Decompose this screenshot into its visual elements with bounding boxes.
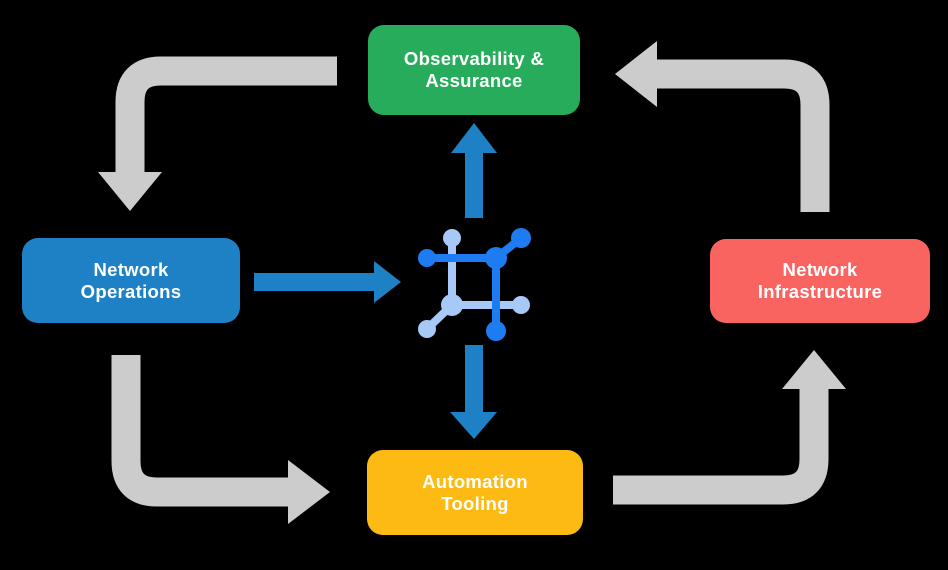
arrow-observability-to-operations (98, 56, 337, 211)
arrow-automation-to-infrastructure (613, 350, 846, 505)
arrow-center-to-automation (450, 345, 497, 439)
node-automation-tooling: Automation Tooling (367, 450, 583, 535)
arrow-infrastructure-to-observability (615, 41, 830, 212)
node-label-line: Operations (80, 280, 182, 302)
node-label-line: Infrastructure (757, 281, 883, 302)
arrow-operations-to-center (254, 261, 401, 303)
node-label-line: Observability & (403, 48, 545, 69)
node-label-line: Network (782, 259, 858, 280)
node-observability-assurance: Observability & Assurance (368, 25, 580, 115)
node-label-line: Automation (422, 470, 528, 492)
node-label-line: Assurance (425, 70, 523, 91)
node-label-line: Tooling (441, 492, 509, 514)
network-node-icon (418, 228, 531, 341)
arrow-center-to-observability (451, 123, 497, 218)
node-label-line: Network (93, 258, 169, 280)
arrow-operations-to-automation (111, 355, 330, 524)
node-network-operations: Network Operations (22, 238, 240, 323)
node-network-infrastructure: Network Infrastructure (710, 239, 930, 323)
